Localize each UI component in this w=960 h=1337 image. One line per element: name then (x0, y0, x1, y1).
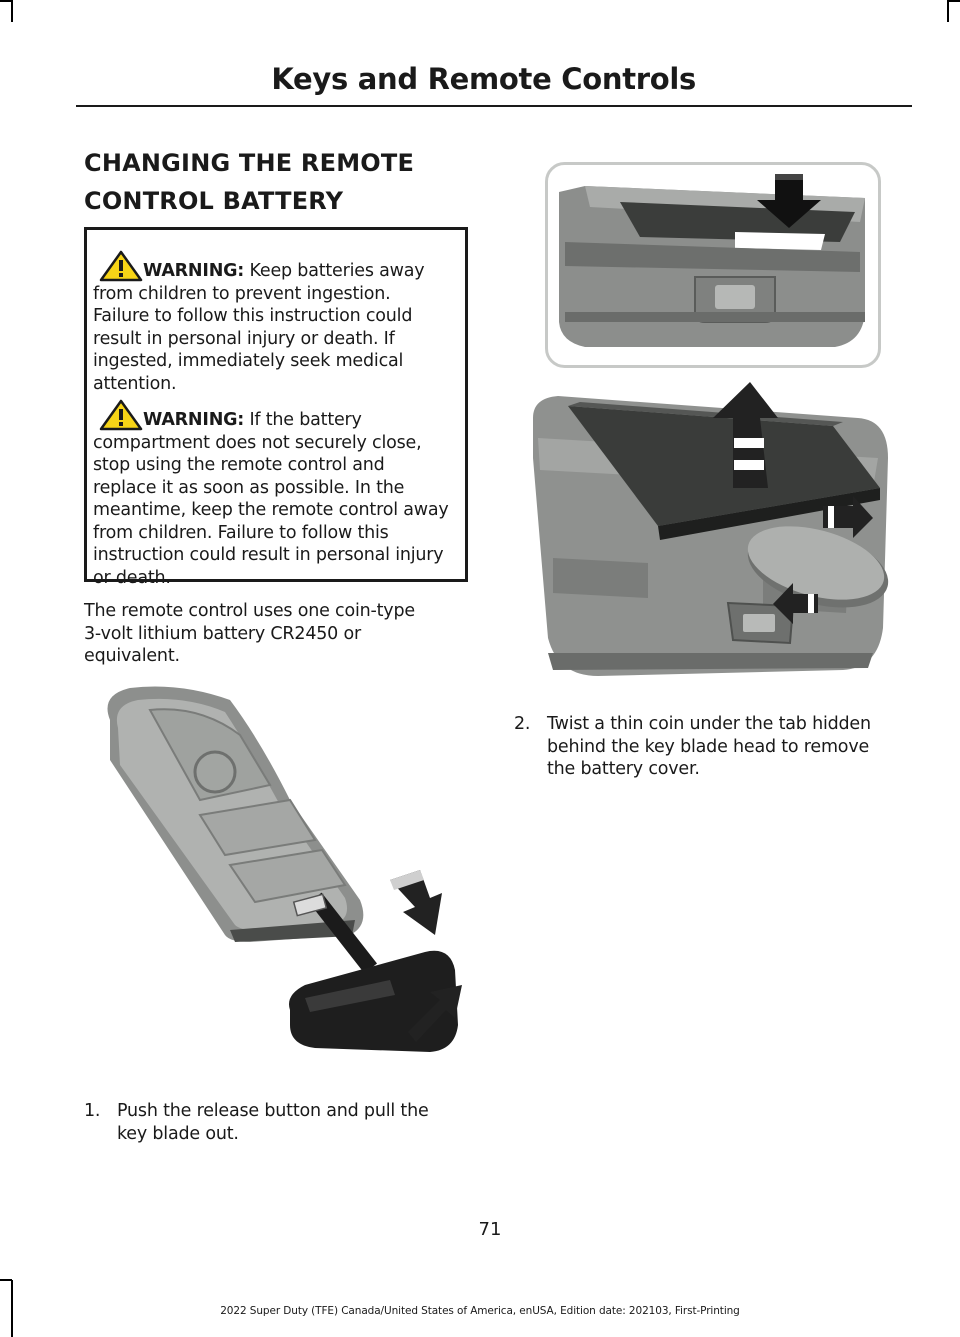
intro-paragraph: The remote control uses one coin-type 3-… (84, 600, 474, 668)
warning-1: WARNING: Keep batteries away from childr… (93, 250, 467, 395)
section-title: CHANGING THE REMOTE CONTROL BATTERY (84, 144, 484, 220)
footer-edition-info: 2022 Super Duty (TFE) Canada/United Stat… (220, 1305, 740, 1317)
crop-mark (11, 0, 13, 22)
warning-text: stop using the remote control and (93, 455, 385, 475)
page-number: 71 (478, 1219, 502, 1240)
section-title-line: CONTROL BATTERY (84, 187, 344, 215)
crop-mark (0, 0, 12, 2)
crop-mark (11, 1280, 13, 1337)
warning-triangle-icon (99, 250, 143, 282)
intro-line: 3-volt lithium battery CR2450 or (84, 623, 361, 644)
intro-line: equivalent. (84, 646, 180, 666)
warning-text: or death. (93, 567, 171, 588)
warning-label: WARNING: (143, 410, 245, 430)
step-text: the battery cover. (547, 759, 700, 779)
warning-box: WARNING: Keep batteries away from childr… (84, 227, 468, 588)
key-fob-illustration (107, 686, 462, 1052)
warning-text: from children to prevent ingestion. (93, 283, 391, 304)
intro-line: The remote control uses one coin-type (84, 601, 415, 621)
step-number: 2. (514, 714, 531, 734)
warning-text: compartment does not securely close, (93, 432, 422, 453)
crop-mark (947, 0, 949, 22)
battery-cover-detail-illustration (545, 162, 881, 368)
chapter-title: Keys and Remote Controls (271, 62, 696, 96)
step-2: 2. Twist a thin coin under the tab hidde… (514, 713, 914, 785)
arrow-icon (408, 985, 462, 1042)
arrow-up-icon (713, 382, 778, 488)
header-rule (76, 105, 912, 107)
arrow-down-icon (757, 174, 821, 228)
warning-text: attention. (93, 373, 177, 394)
warning-text: ingested, immediately seek medical (93, 351, 404, 371)
warning-text: from children. Failure to follow this (93, 522, 389, 543)
warning-text: Keep batteries away (244, 261, 425, 281)
crop-mark (948, 0, 960, 2)
arrow-icon (390, 870, 442, 935)
crop-mark (0, 1279, 12, 1281)
section-title-line: CHANGING THE REMOTE (84, 149, 415, 177)
warning-text: replace it as soon as possible. In the (93, 477, 405, 498)
step-text: behind the key blade head to remove (547, 736, 870, 757)
warning-label: WARNING: (143, 261, 245, 281)
battery-removal-illustration (533, 382, 889, 676)
step-text: key blade out. (117, 1123, 239, 1144)
step-text: Twist a thin coin under the tab hidden (547, 714, 871, 734)
battery-cover (568, 402, 880, 540)
warning-text: instruction could result in personal inj… (93, 545, 444, 565)
coin-battery (747, 526, 889, 608)
warning-text: result in personal injury or death. If (93, 328, 395, 349)
step-1: 1. Push the release button and pull the … (84, 1100, 476, 1150)
arrow-right-icon (823, 496, 873, 538)
warning-triangle-icon (99, 399, 143, 431)
warning-text: meantime, keep the remote control away (93, 500, 449, 520)
warning-text: If the battery (244, 410, 362, 430)
step-number: 1. (84, 1101, 101, 1121)
step-text: Push the release button and pull the (117, 1101, 429, 1121)
key-fob-body (107, 686, 364, 942)
warning-text: Failure to follow this instruction could (93, 306, 413, 326)
warning-2: WARNING: If the battery compartment does… (93, 399, 467, 589)
arrow-left-icon (773, 583, 818, 624)
